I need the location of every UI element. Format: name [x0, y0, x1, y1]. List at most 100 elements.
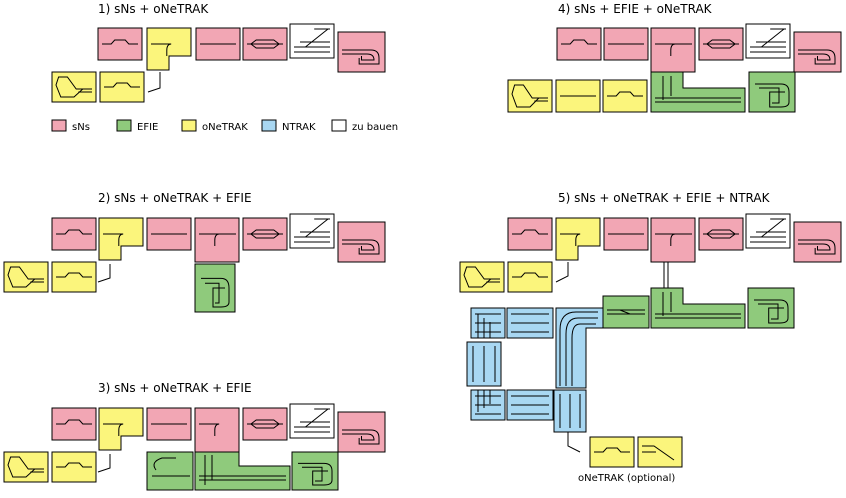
track-line	[298, 462, 333, 486]
track-line	[754, 299, 789, 324]
track-line	[761, 28, 785, 48]
track-line	[204, 455, 213, 485]
track-line	[619, 309, 631, 315]
legend-swatch-onetrak	[181, 119, 197, 132]
track-line	[7, 456, 44, 478]
module-efie	[650, 287, 746, 329]
legend-label-onetrak: oNeTRAK	[202, 122, 248, 133]
track-line	[706, 229, 736, 239]
track-line	[342, 49, 380, 65]
track-line	[55, 76, 92, 98]
track-line	[201, 277, 230, 308]
track-line	[798, 239, 836, 255]
track-line	[798, 49, 836, 65]
connector-line	[97, 454, 111, 473]
track-line	[152, 457, 190, 477]
connector-line	[663, 262, 669, 288]
diagram-2-title: 2) sNs + oNeTRAK + EFIE	[98, 191, 252, 205]
track-line	[305, 218, 329, 238]
track-line	[205, 282, 220, 304]
track-line	[755, 83, 790, 108]
legend-swatch-ntrak	[261, 119, 277, 132]
module-sns	[194, 217, 240, 263]
track-line	[758, 303, 779, 320]
module-sns	[650, 217, 696, 263]
track-line	[56, 272, 92, 278]
track-line	[305, 28, 329, 48]
module-ntrak	[555, 307, 604, 389]
legend-swatch-sns	[51, 119, 67, 132]
track-line	[342, 433, 375, 441]
track-line	[102, 39, 138, 45]
legend-swatch-zu-bauen	[331, 119, 347, 132]
module-sns	[793, 31, 842, 73]
track-line	[512, 229, 548, 235]
track-line	[463, 266, 500, 288]
track-line	[250, 419, 280, 429]
track-line	[151, 43, 172, 56]
track-line	[706, 39, 736, 49]
diagram-4-title: 4) sNs + EFIE + oNeTRAK	[558, 2, 713, 16]
track-line	[798, 53, 831, 61]
track-line	[104, 82, 140, 88]
module-corner	[98, 407, 144, 451]
module-efie	[194, 451, 291, 491]
track-line	[250, 229, 280, 239]
track-line	[7, 266, 44, 288]
connector-line	[567, 432, 581, 453]
track-line	[560, 233, 581, 246]
track-line	[607, 91, 643, 97]
module-corner	[98, 217, 144, 261]
track-line	[305, 408, 329, 428]
connector-line	[555, 262, 569, 283]
module-sns	[337, 221, 386, 263]
track-line	[302, 466, 323, 482]
track-line	[56, 462, 92, 468]
track-line	[642, 445, 675, 461]
track-line	[662, 76, 672, 100]
track-line	[342, 239, 380, 255]
module-sns	[337, 411, 386, 453]
module-corner	[146, 27, 192, 71]
track-line	[477, 390, 491, 412]
text-layer: 1) sNs + oNeTRAK 2) sNs + oNeTRAK + EFIE…	[51, 2, 771, 484]
legend-label-sns: sNs	[72, 122, 90, 133]
legend-label-ntrak: NTRAK	[282, 122, 316, 133]
diagram-1-title: 1) sNs + oNeTRAK	[98, 2, 209, 16]
track-line	[56, 229, 92, 235]
track-line	[199, 423, 220, 436]
module-sns	[793, 221, 842, 263]
track-line	[103, 233, 124, 246]
track-line	[56, 419, 92, 425]
legend-swatch-efie	[116, 119, 132, 132]
module-sns	[194, 407, 240, 453]
track-line	[477, 314, 491, 338]
diagram-3-title: 3) sNs + oNeTRAK + EFIE	[98, 381, 252, 395]
track-line	[103, 423, 124, 436]
module-corner	[555, 217, 601, 261]
module-efie	[650, 71, 746, 113]
legend-label-zu-bauen: zu bauen	[352, 122, 398, 133]
track-line	[559, 311, 598, 386]
legend: sNs EFIE oNeTRAK NTRAK zu bauen	[51, 119, 398, 133]
optional-note: oNeTRAK (optional)	[578, 473, 675, 484]
track-line	[759, 87, 780, 104]
track-line	[594, 447, 630, 453]
module-sns	[650, 27, 696, 73]
module-sns	[337, 31, 386, 73]
module-layer	[3, 23, 842, 491]
connector-line	[97, 264, 111, 283]
connector-line	[147, 72, 161, 93]
track-line	[662, 292, 672, 316]
legend-label-efie: EFIE	[137, 122, 158, 133]
track-line	[250, 39, 280, 49]
track-line	[512, 272, 548, 278]
track-line	[561, 39, 597, 45]
track-line	[342, 53, 375, 61]
track-line	[342, 429, 380, 445]
track-line	[342, 243, 375, 251]
track-line	[511, 84, 548, 108]
track-line	[798, 243, 831, 251]
diagram-5-title: 5) sNs + oNeTRAK + EFIE + NTRAK	[558, 191, 771, 205]
